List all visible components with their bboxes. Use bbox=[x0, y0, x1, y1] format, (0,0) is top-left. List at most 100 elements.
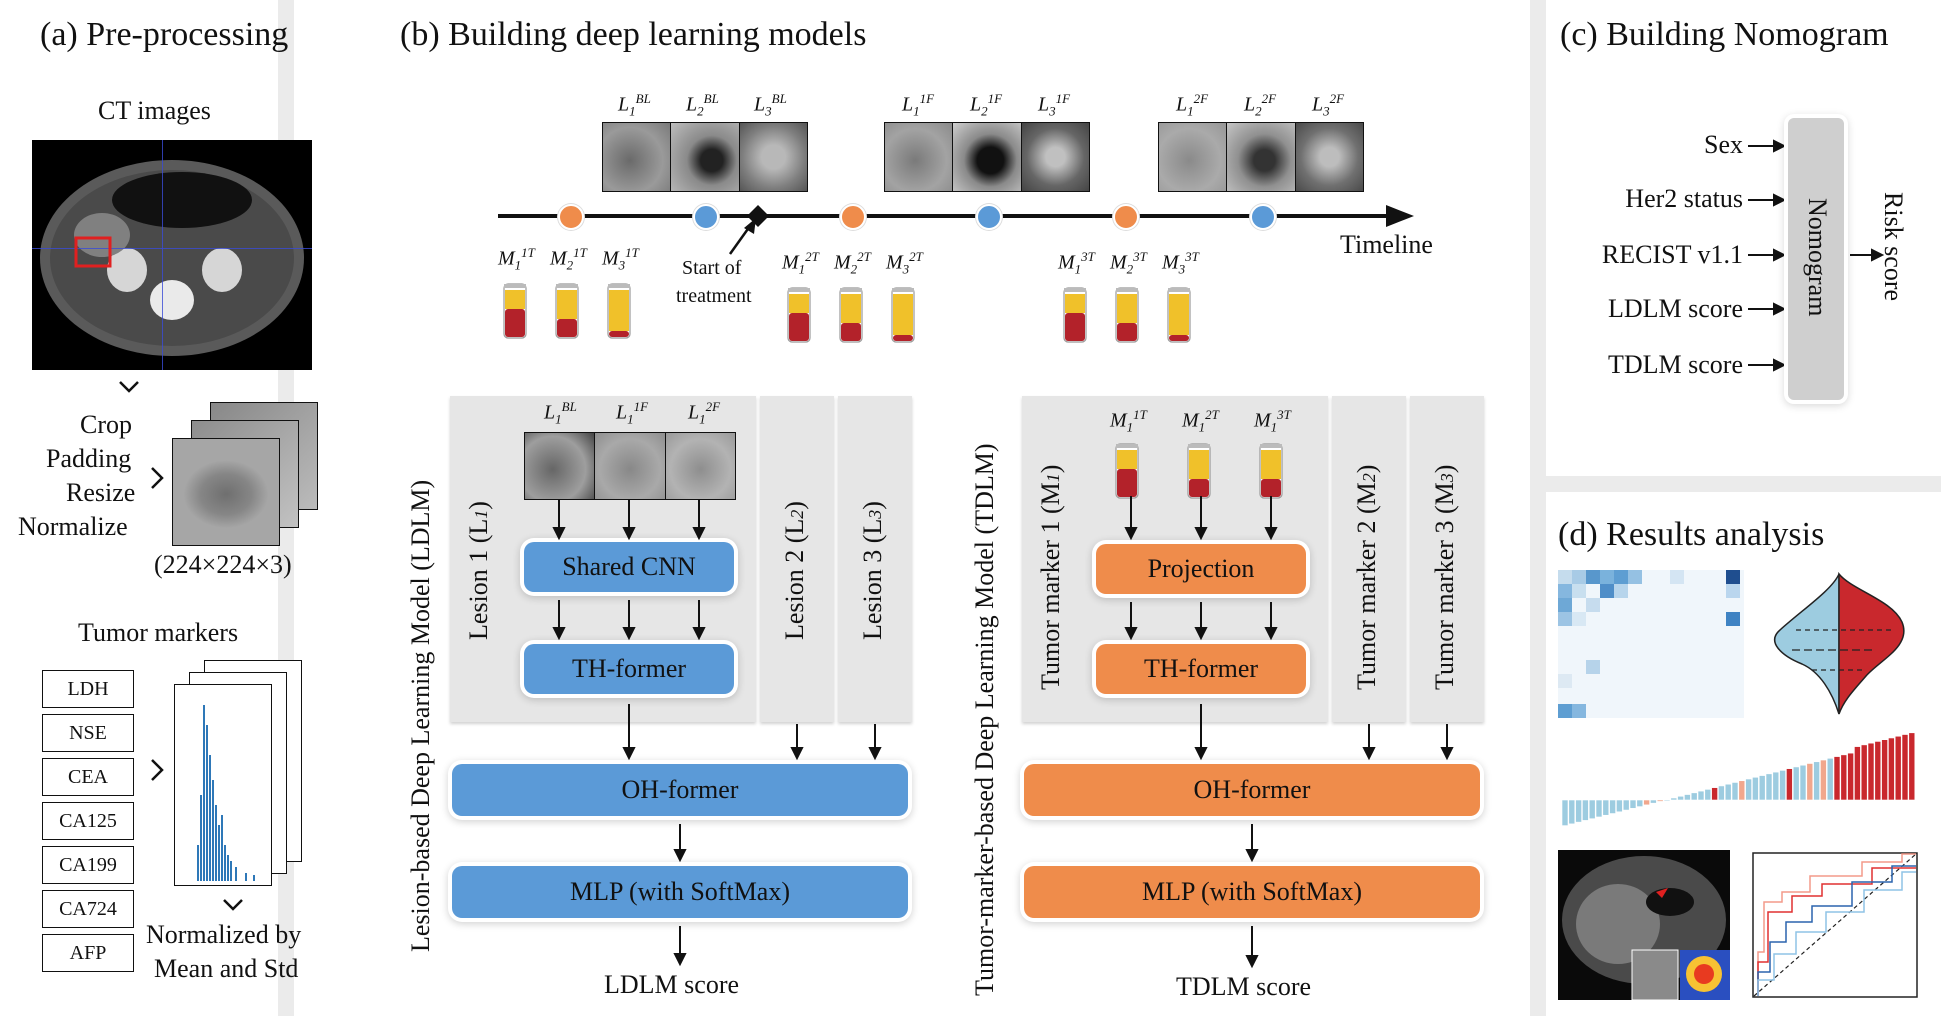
blood-tube-icon bbox=[890, 286, 916, 349]
nomogram-box-label: Nomogram bbox=[1803, 198, 1832, 317]
baseline-lesion-thumbs bbox=[602, 122, 808, 192]
followup2-lesion-thumbs bbox=[1158, 122, 1364, 192]
scan-visit-dot bbox=[976, 204, 1002, 230]
waterfall-bar bbox=[1697, 790, 1705, 801]
marker-nse: NSE bbox=[42, 714, 134, 752]
timeline-label: Timeline bbox=[1340, 230, 1433, 259]
waterfall-bar bbox=[1813, 761, 1820, 801]
waterfall-bar bbox=[1561, 799, 1569, 826]
shared-cnn-block: Shared CNN bbox=[524, 542, 734, 592]
lesion3-column bbox=[838, 396, 912, 722]
start-treatment-line2: treatment bbox=[676, 285, 752, 307]
waterfall-bar bbox=[1894, 735, 1902, 801]
waterfall-bar bbox=[1663, 799, 1671, 802]
waterfall-bar bbox=[1575, 799, 1582, 823]
waterfall-bar bbox=[1772, 771, 1780, 801]
waterfall-bar bbox=[1738, 780, 1746, 801]
chevron-right-icon bbox=[150, 466, 164, 495]
blood-tube-icon bbox=[502, 282, 528, 345]
step-padding: Padding bbox=[46, 444, 132, 473]
tdlm-mlp-block: MLP (with SoftMax) bbox=[1024, 866, 1480, 918]
waterfall-bar bbox=[1745, 778, 1752, 801]
lesion2-column bbox=[760, 396, 834, 722]
waterfall-bar bbox=[1752, 776, 1759, 801]
waterfall-bar bbox=[1650, 799, 1657, 804]
waterfall-bar bbox=[1670, 797, 1678, 801]
symbol-l2-2f: L22F bbox=[1244, 91, 1277, 119]
marker-ldh: LDH bbox=[42, 670, 134, 708]
symbol-m2-1t: M21T bbox=[550, 245, 587, 273]
waterfall-bar bbox=[1799, 764, 1807, 801]
heatmap-ct-image bbox=[1558, 850, 1730, 1001]
nomogram-input-recist: RECIST v1.1 bbox=[1601, 240, 1743, 269]
chevron-down-icon bbox=[118, 380, 140, 399]
symbol-m1-1t-input: M11T bbox=[1110, 407, 1147, 435]
symbol-l3-bl: L3BL bbox=[754, 91, 787, 119]
waterfall-bar bbox=[1758, 775, 1766, 801]
waterfall-bar bbox=[1704, 789, 1712, 801]
waterfall-bar bbox=[1881, 739, 1888, 801]
symbol-l3-2f: L32F bbox=[1312, 91, 1345, 119]
panel-c-title: (c) Building Nomogram bbox=[1560, 16, 1889, 53]
symbol-m1-3t: M13T bbox=[1058, 249, 1095, 277]
marker-cea: CEA bbox=[42, 758, 134, 796]
waterfall-bar bbox=[1840, 754, 1848, 801]
chevron-down-icon bbox=[222, 898, 244, 917]
waterfall-bar bbox=[1901, 734, 1909, 801]
marker-visit-dot bbox=[840, 204, 866, 230]
waterfall-bar bbox=[1765, 773, 1773, 801]
waterfall-bar bbox=[1888, 737, 1895, 801]
waterfall-bar bbox=[1690, 792, 1698, 801]
ldlm-score-label: LDLM score bbox=[604, 970, 740, 999]
tdlm-score-label: TDLM score bbox=[1176, 972, 1312, 1001]
nomogram-input-her2: Her2 status bbox=[1625, 184, 1743, 213]
blood-tube-icon bbox=[1258, 442, 1284, 505]
nomogram-box bbox=[1788, 118, 1844, 400]
step-normalize: Normalize bbox=[18, 512, 128, 541]
waterfall-bar bbox=[1588, 799, 1596, 819]
waterfall-bar bbox=[1854, 746, 1861, 801]
waterfall-bar bbox=[1595, 799, 1603, 818]
waterfall-bar bbox=[1724, 783, 1732, 801]
panel-d-title: (d) Results analysis bbox=[1558, 516, 1825, 553]
blood-tube-icon bbox=[786, 286, 812, 349]
symbol-l1-bl-input: L1BL bbox=[544, 399, 577, 427]
waterfall-bar bbox=[1677, 795, 1684, 801]
waterfall-bar bbox=[1731, 782, 1739, 801]
symbol-l2-bl: L2BL bbox=[686, 91, 719, 119]
heatmap-plot bbox=[1558, 570, 1744, 718]
blood-tube-icon bbox=[1114, 286, 1140, 349]
waterfall-bar bbox=[1684, 794, 1691, 801]
ct-scan-image bbox=[32, 140, 312, 370]
marker-ca724: CA724 bbox=[42, 890, 134, 928]
marker-afp: AFP bbox=[42, 934, 134, 972]
waterfall-bar bbox=[1643, 799, 1650, 806]
waterfall-bar bbox=[1779, 770, 1786, 801]
blood-tube-icon bbox=[1166, 286, 1192, 349]
symbol-m1-2t: M12T bbox=[782, 249, 819, 277]
ldlm-ohformer-block: OH-former bbox=[452, 764, 908, 816]
violin-plot bbox=[1762, 570, 1916, 718]
tdlm-ohformer-block: OH-former bbox=[1024, 764, 1480, 816]
waterfall-bar bbox=[1860, 744, 1868, 801]
waterfall-bar bbox=[1568, 799, 1576, 825]
symbol-m1-3t-input: M13T bbox=[1254, 407, 1291, 435]
waterfall-bar bbox=[1656, 799, 1664, 802]
step-resize: Resize bbox=[66, 478, 136, 507]
marker-visit-dot bbox=[1113, 204, 1139, 230]
marker-ca125: CA125 bbox=[42, 802, 134, 840]
ct-images-label: CT images bbox=[98, 96, 211, 125]
timeline-axis bbox=[498, 204, 1418, 228]
waterfall-bar bbox=[1833, 756, 1841, 801]
symbol-m3-1t: M31T bbox=[602, 245, 639, 273]
waterfall-bar bbox=[1629, 799, 1637, 809]
symbol-l1-2f-input: L12F bbox=[688, 399, 721, 427]
ldlm-thformer-block: TH-former bbox=[524, 644, 734, 694]
waterfall-bar bbox=[1792, 766, 1800, 801]
waterfall-bar bbox=[1582, 799, 1589, 821]
panel-b-title: (b) Building deep learning models bbox=[400, 16, 867, 53]
waterfall-bar bbox=[1867, 742, 1875, 801]
normalized-line2: Mean and Std bbox=[154, 954, 299, 983]
waterfall-bar bbox=[1847, 752, 1854, 801]
